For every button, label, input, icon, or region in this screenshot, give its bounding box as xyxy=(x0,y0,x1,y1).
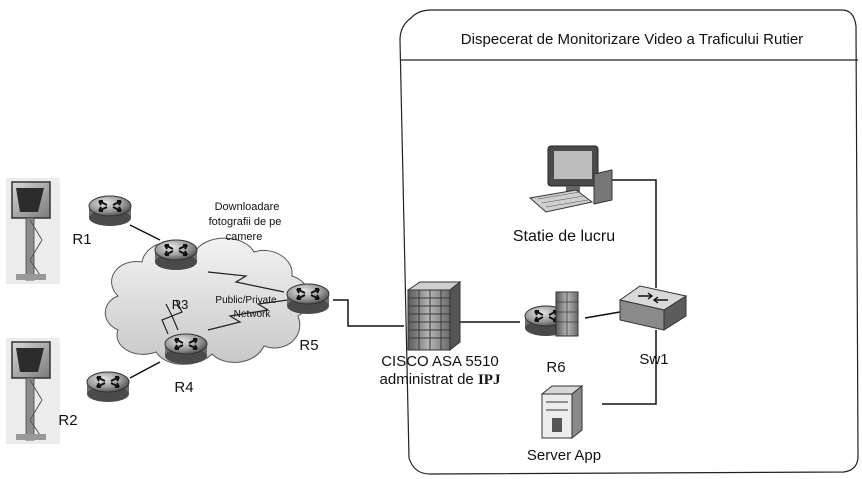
svg-text:Downloadare: Downloadare xyxy=(215,201,280,213)
svg-text:camere: camere xyxy=(226,231,263,243)
router-r4-label: R4 xyxy=(174,379,193,396)
workstation-icon[interactable] xyxy=(528,145,613,213)
dispatch-panel: Dispecerat de Monitorizare Video a Trafi… xyxy=(399,9,859,475)
link-r1-r3 xyxy=(129,224,161,241)
router-r5-icon[interactable] xyxy=(286,283,330,315)
server-icon[interactable] xyxy=(540,384,584,440)
router-r2-label: R2 xyxy=(58,412,77,429)
router-r3-label: R3 xyxy=(172,297,189,312)
traffic-camera-icon xyxy=(5,337,61,445)
svg-text:CISCO ASA 5510: CISCO ASA 5510 xyxy=(381,353,499,370)
r6-firewall-module-icon xyxy=(555,291,579,337)
annotation-download-photos: Downloadare fotografii de pe camere xyxy=(209,201,282,243)
router-r4-icon[interactable] xyxy=(164,333,208,365)
firewall-label: CISCO ASA 5510 administrat de IPJ xyxy=(380,353,501,388)
firewall-icon[interactable] xyxy=(406,280,462,352)
link-switch-workstation xyxy=(605,179,657,288)
router-r3-icon[interactable] xyxy=(154,239,198,271)
panel-title: Dispecerat de Monitorizare Video a Trafi… xyxy=(461,31,803,48)
workstation-label: Statie de lucru xyxy=(513,228,615,245)
server-label: Server App xyxy=(527,447,601,464)
link-r5-firewall xyxy=(333,299,404,327)
switch-icon[interactable] xyxy=(618,285,688,331)
network-label-line1: Public/Private xyxy=(215,295,277,306)
svg-text:fotografii de pe: fotografii de pe xyxy=(209,216,282,228)
traffic-camera-icon xyxy=(5,177,61,285)
router-r5-label: R5 xyxy=(299,337,318,354)
router-r1-icon[interactable] xyxy=(88,195,132,227)
link-r6-switch xyxy=(584,311,621,319)
router-r2-icon[interactable] xyxy=(86,371,130,403)
router-r1-label: R1 xyxy=(72,231,91,248)
switch-label: Sw1 xyxy=(639,351,668,368)
svg-text:administrat de IPJ: administrat de IPJ xyxy=(380,371,501,388)
wireless-links xyxy=(161,271,289,335)
link-r2-r4 xyxy=(129,361,161,379)
router-r6-label: R6 xyxy=(546,359,565,376)
network-label-line2: Network xyxy=(234,309,272,320)
link-switch-server xyxy=(602,330,657,405)
